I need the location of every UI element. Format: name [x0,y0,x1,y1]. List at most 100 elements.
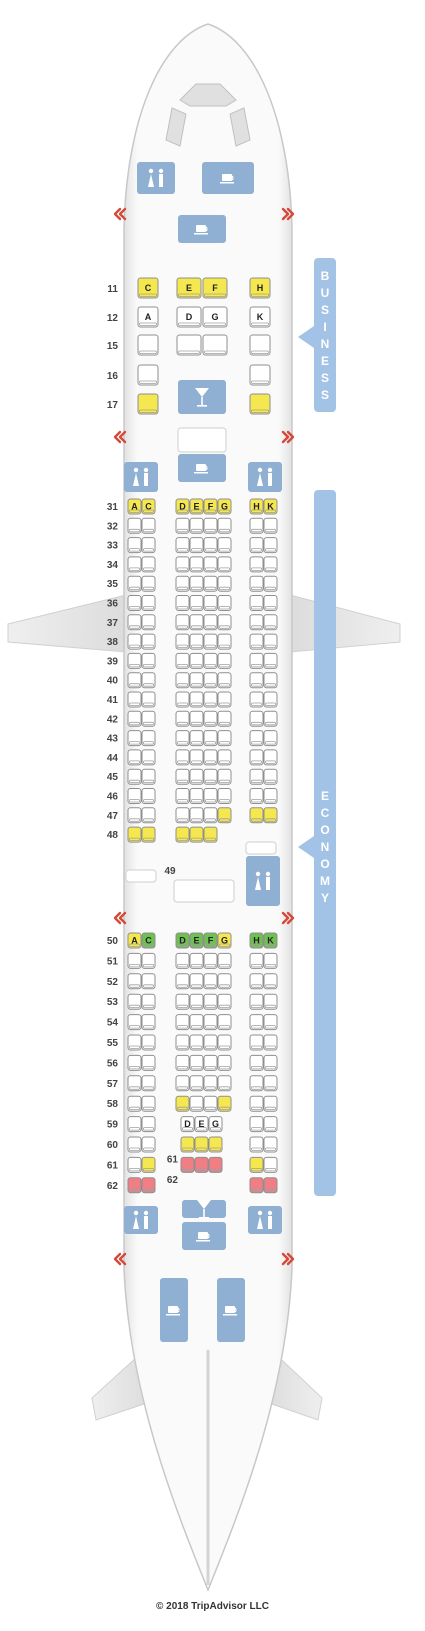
seat-46E[interactable] [189,788,204,804]
seat-52G[interactable] [217,973,232,990]
business-seat-15G[interactable] [202,334,228,356]
seat-48C[interactable] [141,826,156,843]
seat-54G[interactable] [217,1014,232,1031]
seat-58D[interactable] [175,1095,190,1112]
seat-57C[interactable] [141,1075,156,1092]
seat-53H[interactable] [249,993,264,1010]
seat-53G[interactable] [217,993,232,1010]
seat-51F[interactable] [203,952,218,969]
seat-33C[interactable] [141,537,156,554]
seat-57G[interactable] [217,1075,232,1092]
seat-56K[interactable] [263,1054,278,1071]
seat-52H[interactable] [249,973,264,990]
seat-59D[interactable]: D [180,1116,195,1133]
seat-55K[interactable] [263,1034,278,1051]
seat-36G[interactable] [217,595,232,611]
seat-54K[interactable] [263,1014,278,1031]
seat-62A[interactable] [127,1177,142,1194]
seat-39A[interactable] [127,652,142,669]
seat-34K[interactable] [263,556,278,573]
seat-60E[interactable] [194,1136,209,1153]
seat-38F[interactable] [203,633,218,650]
seat-42E[interactable] [189,710,204,727]
seat-40H[interactable] [249,672,264,689]
seat-45C[interactable] [141,768,156,785]
seat-37A[interactable] [127,614,142,631]
business-seat-15D[interactable] [176,334,202,356]
seat-45D[interactable] [175,768,190,785]
seat-33H[interactable] [249,537,264,554]
seat-47G[interactable] [217,807,232,824]
seat-56F[interactable] [203,1054,218,1071]
seat-50E[interactable]: E [189,932,204,949]
seat-35D[interactable] [175,575,190,592]
seat-57E[interactable] [189,1075,204,1092]
seat-57K[interactable] [263,1075,278,1092]
seat-41H[interactable] [249,691,264,708]
seat-41E[interactable] [189,691,204,708]
seat-61K[interactable] [263,1156,278,1173]
business-seat-11E[interactable]: E [176,277,202,299]
seat-55E[interactable] [189,1034,204,1051]
business-seat-17K[interactable] [249,393,271,415]
seat-33A[interactable] [127,537,142,554]
business-seat-15A[interactable] [137,334,159,356]
seat-32D[interactable] [175,517,190,534]
seat-62C[interactable] [141,1177,156,1194]
seat-50A[interactable]: A [127,932,142,949]
seat-44F[interactable] [203,749,218,766]
seat-38E[interactable] [189,633,204,650]
seat-45G[interactable] [217,768,232,785]
seat-35C[interactable] [141,575,156,592]
seat-54H[interactable] [249,1014,264,1031]
seat-37F[interactable] [203,614,218,631]
seat-36F[interactable] [203,595,218,611]
seat-50C[interactable]: C [141,932,156,949]
seat-50H[interactable]: H [249,932,264,949]
seat-61G[interactable] [208,1156,223,1173]
seat-51A[interactable] [127,952,142,969]
seat-36H[interactable] [249,595,264,611]
seat-60K[interactable] [263,1136,278,1153]
seat-60H[interactable] [249,1136,264,1153]
seat-46G[interactable] [217,788,232,804]
seat-39G[interactable] [217,652,232,669]
seat-61D[interactable] [180,1156,195,1173]
seat-58F[interactable] [203,1095,218,1112]
seat-58C[interactable] [141,1095,156,1112]
seat-34C[interactable] [141,556,156,573]
seat-36A[interactable] [127,595,142,611]
seat-36E[interactable] [189,595,204,611]
seat-31F[interactable]: F [203,498,218,515]
seat-45E[interactable] [189,768,204,785]
seat-60A[interactable] [127,1136,142,1153]
seat-55C[interactable] [141,1034,156,1051]
seat-50D[interactable]: D [175,932,190,949]
seat-51K[interactable] [263,952,278,969]
seat-38K[interactable] [263,633,278,650]
seat-44D[interactable] [175,749,190,766]
seat-36D[interactable] [175,595,190,611]
seat-57H[interactable] [249,1075,264,1092]
seat-50F[interactable]: F [203,932,218,949]
seat-32C[interactable] [141,517,156,534]
seat-43G[interactable] [217,730,232,747]
seat-32G[interactable] [217,517,232,534]
seat-52K[interactable] [263,973,278,990]
seat-54F[interactable] [203,1014,218,1031]
business-seat-11C[interactable]: C [137,277,159,299]
seat-56C[interactable] [141,1054,156,1071]
seat-44C[interactable] [141,749,156,766]
seat-50G[interactable]: G [217,932,232,949]
seat-52D[interactable] [175,973,190,990]
seat-58A[interactable] [127,1095,142,1112]
seat-37D[interactable] [175,614,190,631]
seat-38D[interactable] [175,633,190,650]
seat-53D[interactable] [175,993,190,1010]
seat-62H[interactable] [249,1177,264,1194]
seat-55A[interactable] [127,1034,142,1051]
seat-40F[interactable] [203,672,218,689]
seat-54C[interactable] [141,1014,156,1031]
seat-51H[interactable] [249,952,264,969]
seat-38G[interactable] [217,633,232,650]
